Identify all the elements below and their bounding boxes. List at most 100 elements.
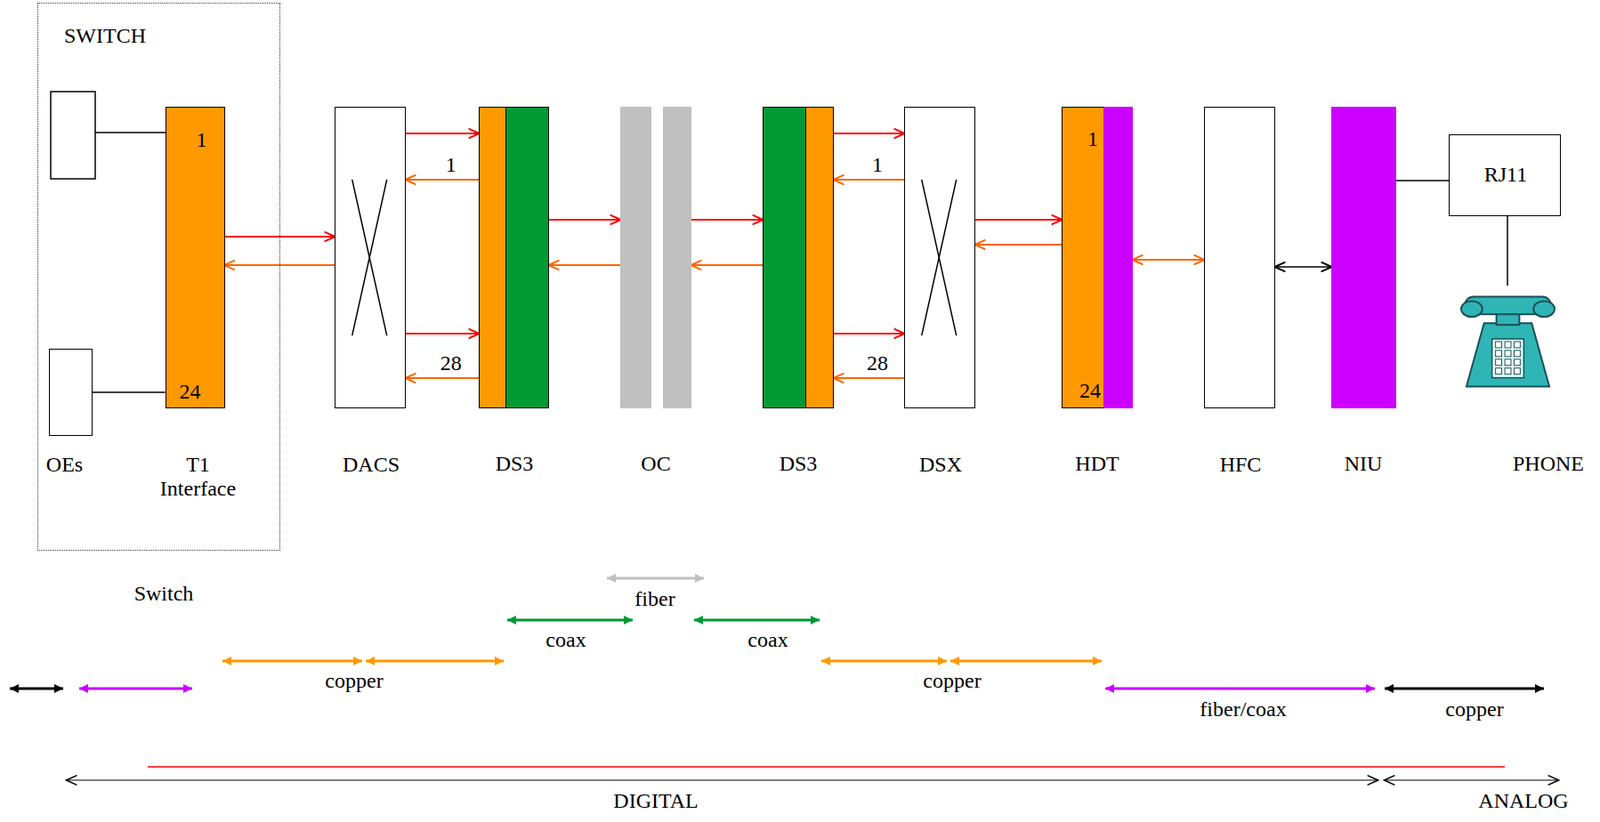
signal-arrow [691,218,763,221]
medium-label: fiber [634,587,675,612]
span-arrow [222,660,363,663]
cross-line [352,179,388,336]
t1-interface-bar: 124T1 Interface [165,106,226,409]
medium-label: coax [545,628,586,653]
node-label: PHONE [1512,452,1584,477]
medium-label: fiber/coax [1199,697,1286,722]
phone-key [1504,341,1512,348]
cross-connect-box: DACS [334,106,406,409]
phone-key [1513,350,1520,357]
medium-label: copper [1445,697,1504,722]
signal-arrow [833,178,905,181]
span-arrow [365,660,504,663]
colour-band [805,106,834,409]
signal-path-line [147,766,1505,768]
cross-symbol [905,107,975,408]
node-label: NIU [1344,452,1383,477]
medium-label: coax [747,628,788,653]
colour-band [762,106,807,409]
signal-arrow [405,132,479,135]
phone-key [1495,350,1503,357]
medium-label: copper [324,669,383,694]
node-label: SWITCH [64,24,146,49]
connector-line [1396,179,1449,182]
span-arrow [507,619,633,623]
jack-box: RJ11 [1448,134,1561,217]
node-text: 1 [1087,127,1099,152]
phone-key [1504,350,1512,357]
connector-line [92,391,166,394]
span-arrow [1384,687,1544,691]
signal-range-label: DIGITAL [613,789,698,814]
signal-arrow [549,264,621,267]
channel-number: 28 [866,351,889,376]
phone-body [1466,323,1550,387]
node-label: HFC [1220,452,1262,477]
span-arrow [606,577,704,581]
node-text: 24 [1079,379,1101,404]
phone-key [1513,368,1520,375]
span-arrow [9,687,64,691]
cross-line [921,179,957,336]
colour-band [1103,106,1133,409]
signal-arrow [691,264,763,267]
node-label: DACS [342,452,400,477]
office-equipment-box: OEs [48,348,93,437]
phone-key [1504,359,1512,366]
fiber-panel [620,106,652,409]
connector-line [1506,216,1509,286]
ds3-mux: DS3 [762,106,834,409]
span-arrow [694,619,820,623]
span-arrow [821,660,947,663]
phone-key [1495,341,1503,348]
signal-arrow [833,132,905,135]
range-arrow [1384,779,1559,781]
phone-key [1513,341,1520,348]
phone-drawing [1459,285,1557,393]
node-label: OC [640,452,671,477]
node-label: OEs [46,452,83,477]
node-label: DS3 [495,452,534,477]
telephone-icon: PHONE [1459,285,1557,393]
signal-arrow [405,332,479,335]
ds3-mux: DS3 [478,106,550,409]
span-arrow [79,687,193,691]
signal-arrow [975,218,1062,221]
node-label: T1 Interface [149,452,248,502]
signal-arrow [549,218,621,221]
phone-key [1495,368,1503,375]
phone-key [1513,359,1520,366]
node-label: DS3 [779,452,818,477]
channel-number: 28 [440,351,462,376]
signal-arrow [833,377,905,380]
signal-arrow [833,332,905,335]
node-text: 24 [179,379,202,405]
cross-line [921,179,957,336]
colour-band [1061,106,1105,409]
host-digital-terminal: 124HDT [1061,106,1133,409]
signal-arrow [1275,266,1332,268]
node-label: HDT [1074,452,1119,477]
phone-mouthpiece [1533,300,1555,317]
fiber-panel [662,106,692,409]
phone-earpiece [1461,300,1483,317]
signal-arrow [975,243,1062,246]
node-text: RJ11 [1484,162,1528,187]
switch-enclosure: SWITCHSwitchOEs124T1 Interface [37,2,281,551]
network-interface-unit: NIU [1331,106,1397,409]
node-text: 1 [196,128,208,153]
cross-line [352,179,388,336]
signal-arrow [405,178,479,181]
range-arrow [66,779,1378,781]
span-arrow [1105,687,1375,691]
colour-band [478,106,507,409]
phone-key [1495,359,1503,366]
hfc-box: HFC [1204,106,1276,409]
optical-carrier: OC [620,106,692,409]
equipment-wire [95,131,166,134]
channel-number: 1 [872,153,883,178]
signal-range-label: ANALOG [1478,789,1568,814]
medium-label: copper [922,669,981,694]
cross-connect-box: DSX [904,106,976,409]
